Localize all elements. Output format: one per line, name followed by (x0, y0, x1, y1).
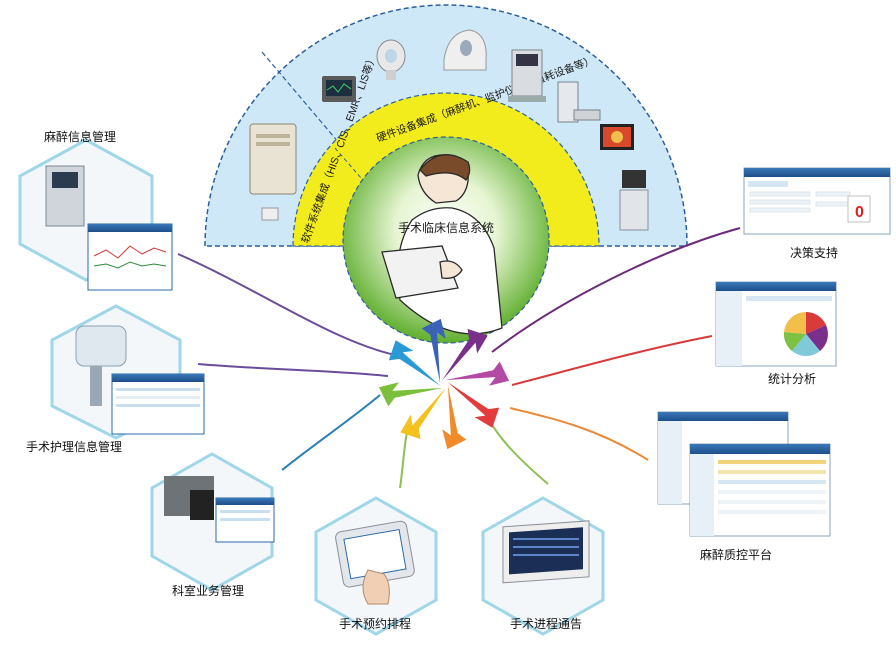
ct-scanner-icon (376, 39, 406, 80)
core-system-title: 手术临床信息系统 (398, 220, 494, 235)
anesthesia-machine-icon (508, 49, 546, 102)
statistics-label: 统计分析 (768, 372, 817, 386)
quality-control-screens (657, 411, 831, 537)
pinwheel-arrows (378, 318, 510, 450)
decision-alert-value: 0 (855, 204, 864, 221)
ultrasound-icon (619, 170, 649, 231)
scheduling-hexagon (314, 496, 438, 636)
department-label: 科室业务管理 (172, 584, 245, 598)
quality-control-label: 麻醉质控平台 (700, 548, 773, 562)
scheduling-label: 手术预约排程 (339, 617, 412, 631)
nursing-info-label: 手术护理信息管理 (26, 440, 123, 454)
decision-support-label: 决策支持 (790, 246, 839, 260)
decision-support-screen: 0 (743, 167, 891, 235)
progress-label: 手术进程通告 (510, 617, 583, 631)
department-hexagon (150, 452, 275, 592)
anesthesia-info-hexagon (18, 138, 173, 291)
nursing-info-hexagon (50, 304, 205, 440)
mri-icon (443, 29, 487, 71)
patient-monitor-icon (322, 76, 356, 102)
imaging-display-icon (600, 124, 634, 150)
doctor-illustration (381, 154, 503, 335)
server-icon (249, 123, 297, 221)
statistics-screen (715, 281, 837, 367)
surgical-device-icon (557, 81, 601, 123)
progress-hexagon (481, 496, 605, 636)
anesthesia-info-label: 麻醉信息管理 (44, 130, 117, 144)
